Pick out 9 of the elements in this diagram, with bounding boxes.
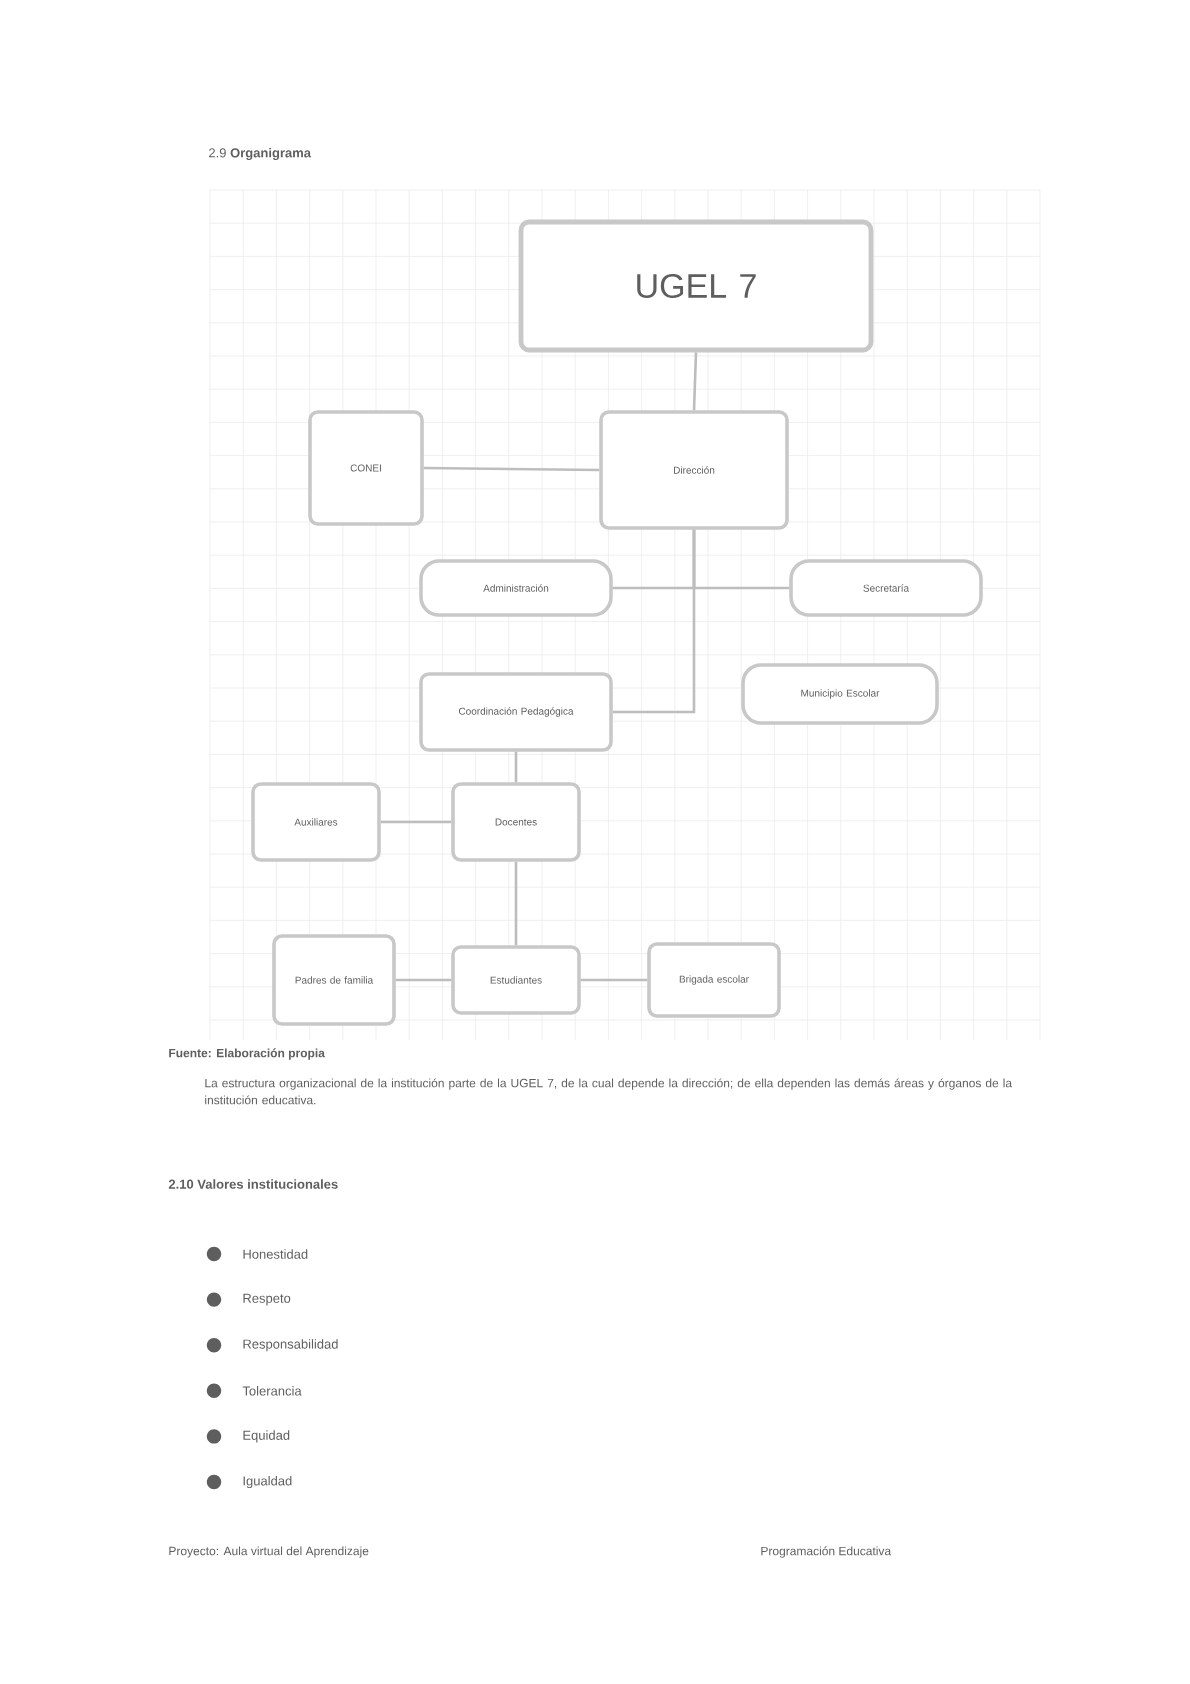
connector-line xyxy=(514,751,518,783)
connector-line xyxy=(395,978,452,982)
connector-line xyxy=(514,861,518,946)
connector-line xyxy=(692,352,698,411)
connector-line xyxy=(580,978,648,982)
org-box: UGEL 7 xyxy=(518,219,874,353)
connector-line xyxy=(380,820,452,824)
connector-line xyxy=(612,529,696,714)
connector-line xyxy=(423,466,600,472)
